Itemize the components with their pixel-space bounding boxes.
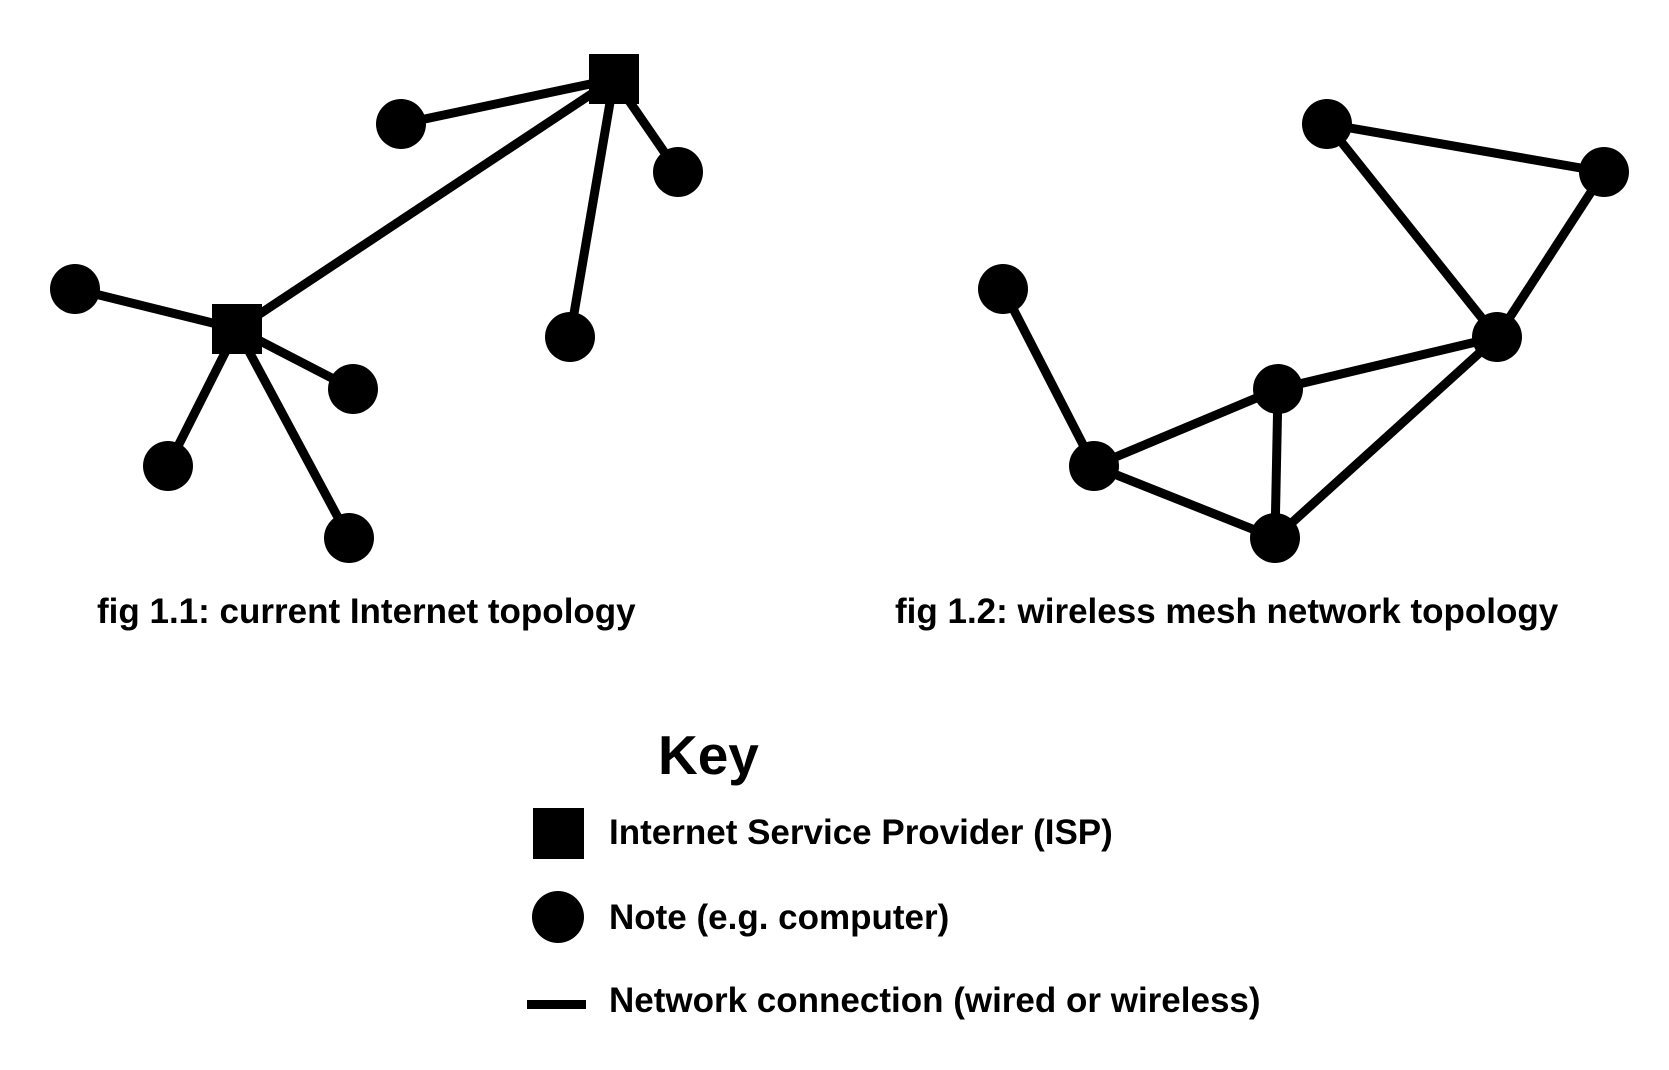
key-item-label: Note (e.g. computer) — [609, 898, 950, 937]
isp-node-square — [589, 54, 639, 104]
computer-node-circle — [1472, 312, 1522, 362]
network-connection-line — [234, 75, 617, 333]
isp-square-icon — [527, 806, 587, 859]
computer-node-circle — [324, 513, 374, 563]
network-connection-line — [1276, 332, 1499, 394]
connection-line-icon — [527, 974, 587, 1026]
computer-node-circle — [1250, 513, 1300, 563]
network-connection-line — [565, 78, 619, 338]
network-connection-line — [400, 74, 615, 129]
computer-node-circle — [1579, 147, 1629, 197]
network-connection-line — [233, 326, 353, 541]
computer-node-circle — [328, 364, 378, 414]
network-connection-line — [1092, 384, 1280, 471]
key-item-isp: Internet Service Provider (ISP) — [527, 806, 1427, 859]
figure-wireless-mesh-topology — [978, 99, 1629, 563]
network-connection-line — [1323, 121, 1501, 340]
computer-node-circle — [143, 441, 193, 491]
key-item-connection: Network connection (wired or wireless) — [527, 974, 1427, 1026]
computer-node-circle — [978, 264, 1028, 314]
network-connection-line — [73, 284, 239, 334]
computer-node-circle — [50, 264, 100, 314]
computer-node-circle — [1302, 99, 1352, 149]
key-item-node: Note (e.g. computer) — [527, 891, 1427, 943]
network-connection-line — [1092, 461, 1277, 543]
computer-node-circle — [1253, 364, 1303, 414]
node-circle-icon — [527, 891, 587, 943]
network-connection-line — [998, 286, 1099, 469]
figure-current-internet-topology — [50, 54, 703, 563]
computer-node-circle — [1069, 441, 1119, 491]
computer-node-circle — [376, 99, 426, 149]
network-connection-line — [1493, 169, 1608, 340]
figure-2-caption: fig 1.2: wireless mesh network topology — [895, 592, 1559, 631]
computer-node-circle — [653, 147, 703, 197]
network-connection-line — [1326, 119, 1605, 177]
isp-node-square — [212, 304, 262, 354]
network-connection-line — [1271, 333, 1501, 542]
key-item-label: Network connection (wired or wireless) — [609, 981, 1261, 1020]
key-item-label: Internet Service Provider (ISP) — [609, 813, 1113, 852]
computer-node-circle — [545, 312, 595, 362]
figure-1-caption: fig 1.1: current Internet topology — [97, 592, 636, 631]
key-title: Key — [658, 724, 759, 786]
